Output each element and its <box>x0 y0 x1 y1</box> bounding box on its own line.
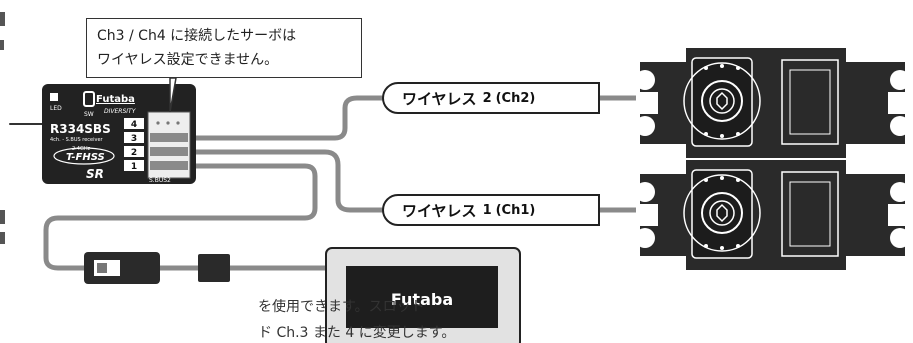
callout-pointer <box>169 77 177 113</box>
sr-logo: SR <box>86 167 104 181</box>
callout-line-2: ワイヤレス設定できません。 <box>97 52 279 68</box>
channel-labels: 4 3 2 1 <box>124 118 144 172</box>
led-label: LED <box>50 105 62 112</box>
receiver: LED SW Futaba DIVERSITY R334SBS 4ch. - S… <box>42 84 196 184</box>
bottom-text-line-2: ド Ch.3 また 4 に変更します。 <box>258 325 456 341</box>
wireless-label-ch1: ワイヤレス 1 (Ch1) <box>382 194 600 226</box>
switch-harness <box>84 252 160 284</box>
sbus-label: S.BUS2 <box>149 177 171 184</box>
receiver-model: R334SBS <box>50 122 111 136</box>
wireless-label-ch1-num: 1 <box>482 202 492 218</box>
cables <box>9 95 663 271</box>
wireless-label-ch1-ch: (Ch1) <box>495 202 536 218</box>
transmitter-brand: Futaba <box>391 290 453 309</box>
receiver-subtitle: 4ch. - S.BUS receiver <box>50 137 104 143</box>
wireless-label-ch2-num: 2 <box>482 90 492 106</box>
bottom-text-line-1: を使用できます。スロット <box>258 299 425 315</box>
servo-bottom <box>635 160 910 270</box>
mode-label: T-FHSS <box>66 152 105 163</box>
wireless-label-ch2-name: ワイヤレス <box>402 89 477 108</box>
wireless-label-ch2: ワイヤレス 2 (Ch2) <box>382 82 600 114</box>
servo-top <box>635 48 910 158</box>
sw-label: SW <box>84 111 94 118</box>
wireless-label-ch1-name: ワイヤレス <box>402 201 477 220</box>
mode-small: 2.4GHz <box>72 146 91 152</box>
channel-label-4: 4 <box>131 120 137 130</box>
warning-callout: Ch3 / Ch4 に接続したサーボは ワイヤレス設定できません。 <box>86 18 362 78</box>
channel-label-3: 3 <box>131 134 137 144</box>
channel-label-1: 1 <box>131 162 137 172</box>
receiver-brand: Futaba <box>96 94 135 105</box>
transmitter-unit: Futaba <box>325 247 521 343</box>
diversity-label: DIVERSITY <box>104 108 137 115</box>
wireless-label-ch2-ch: (Ch2) <box>495 90 536 106</box>
connector <box>198 254 230 282</box>
clipped-text-fragments <box>0 12 5 244</box>
channel-label-2: 2 <box>131 148 137 158</box>
callout-line-1: Ch3 / Ch4 に接続したサーボは <box>97 28 297 44</box>
